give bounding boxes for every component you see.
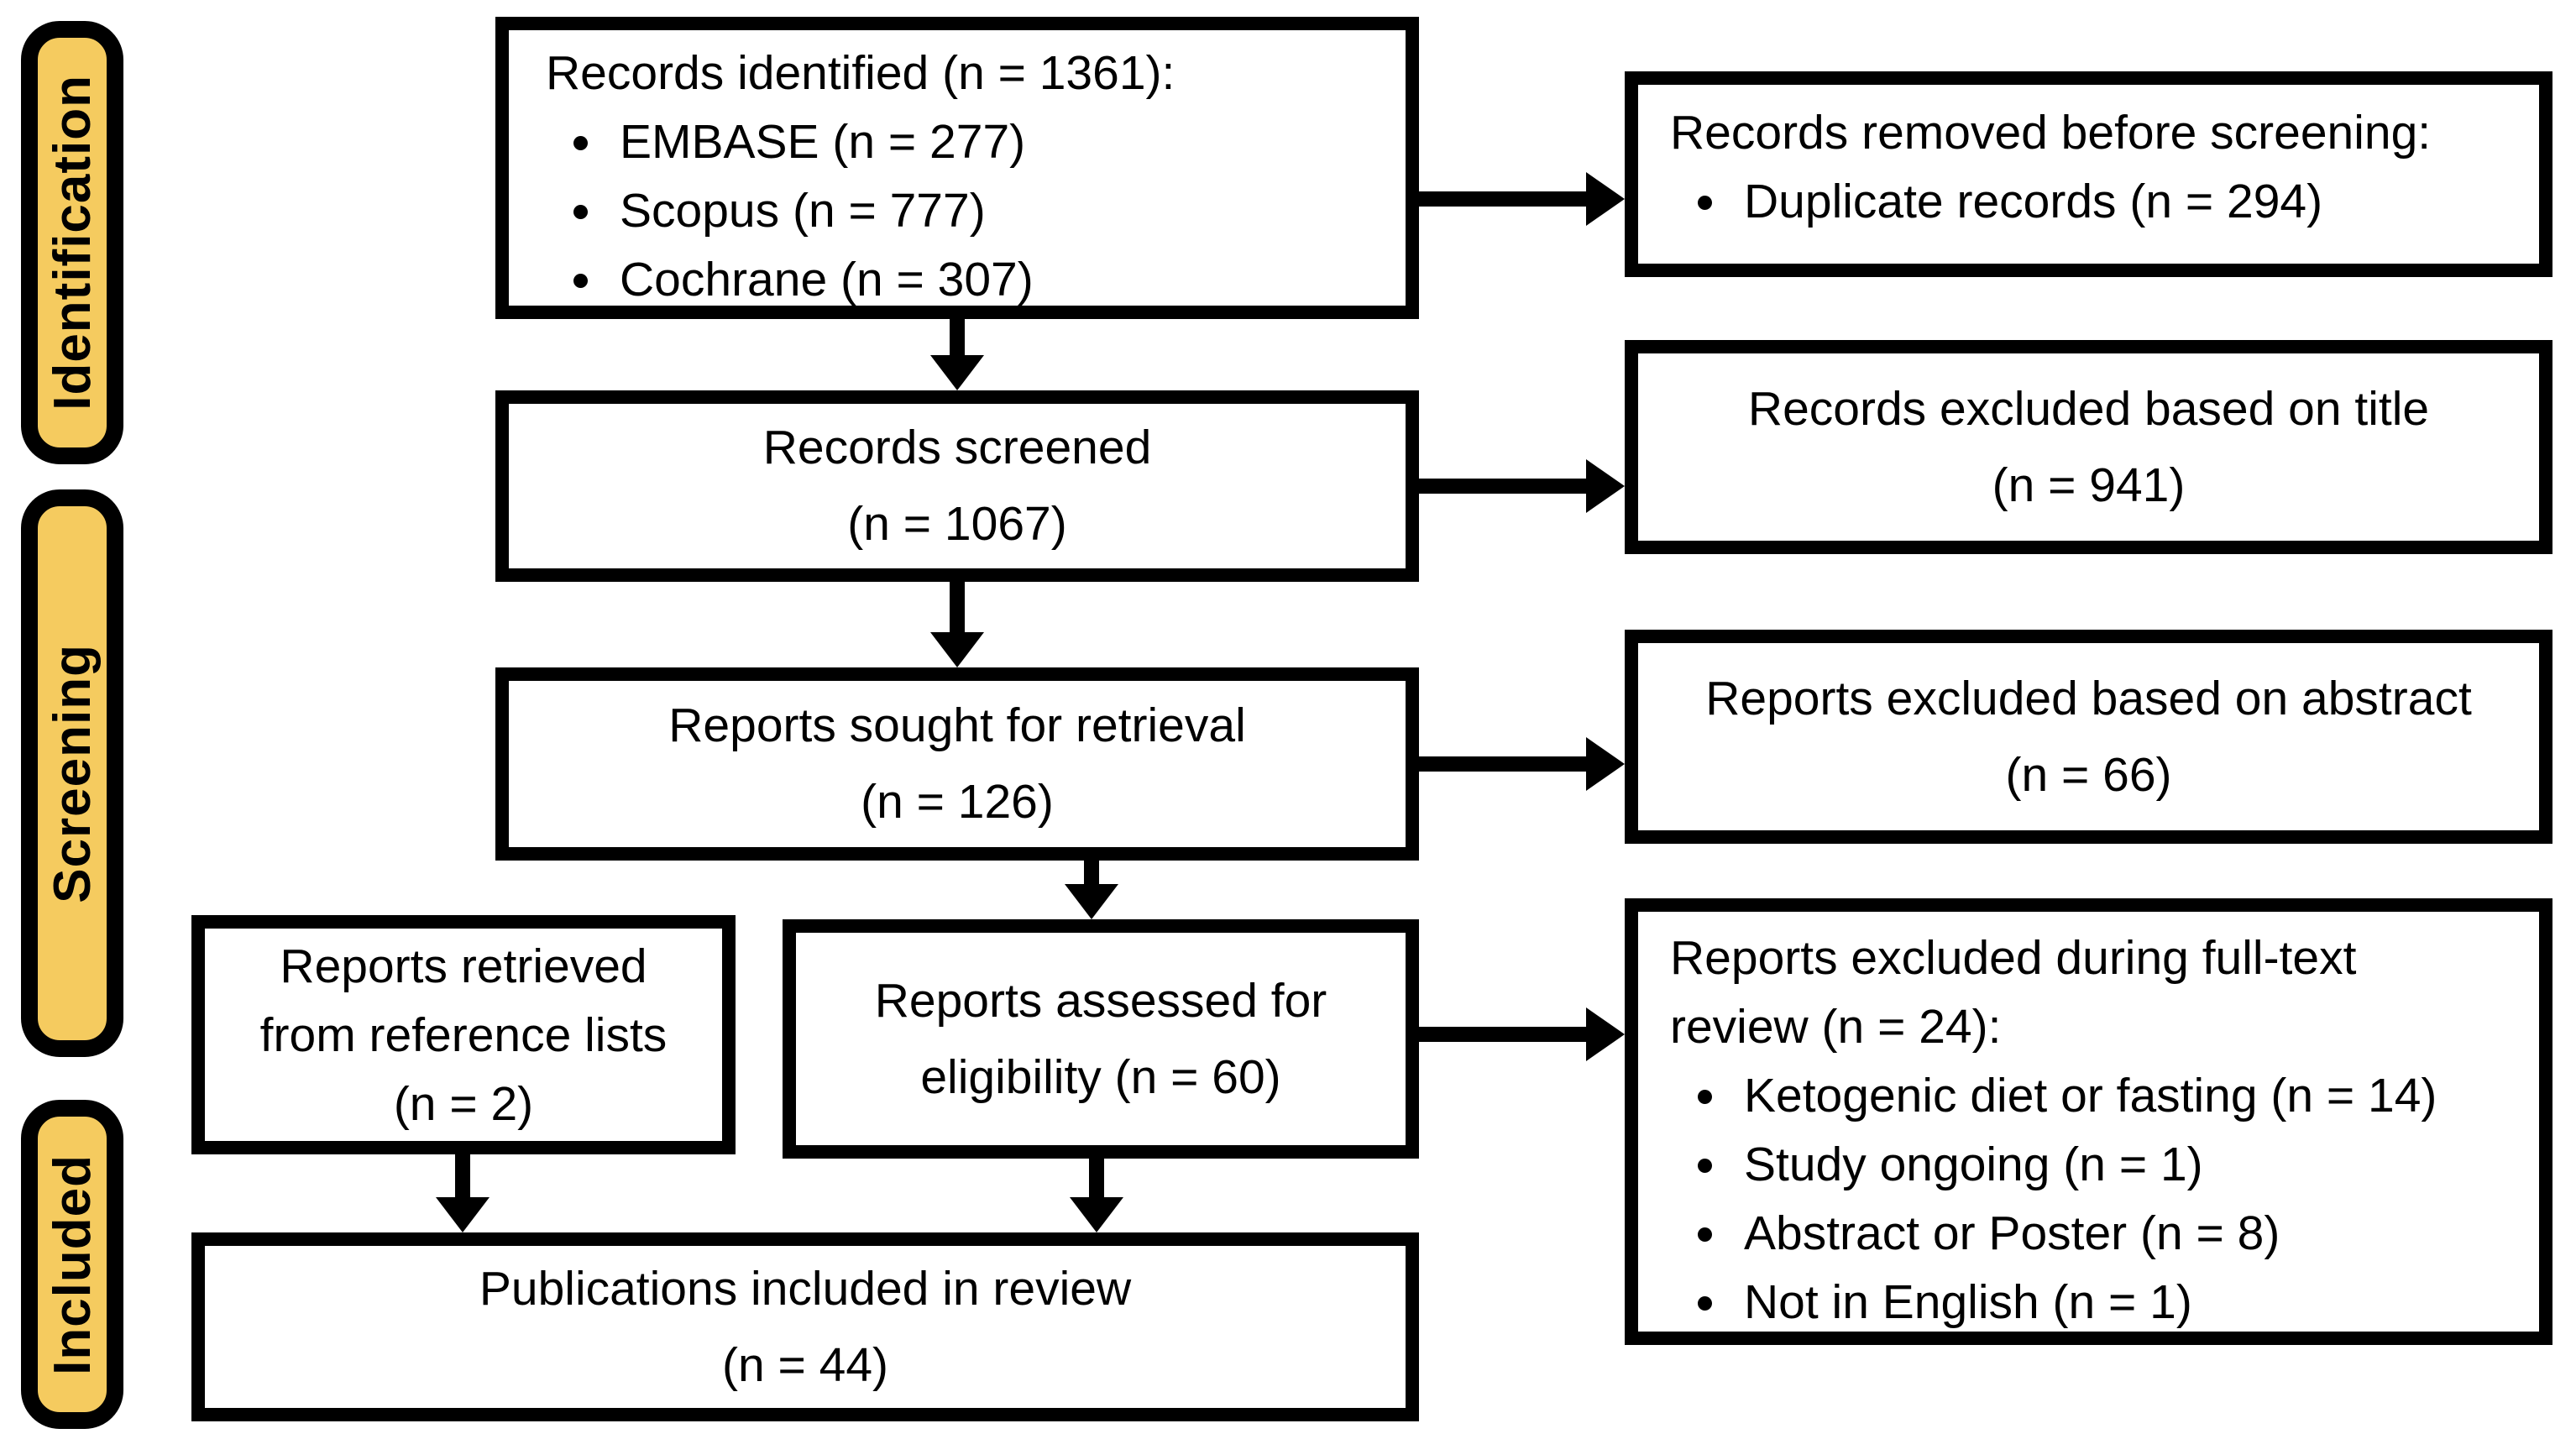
arrow-assessed-to-included xyxy=(1070,1159,1123,1232)
box-reports-sought: Reports sought for retrieval (n = 126) xyxy=(495,667,1419,861)
bullet-study-ongoing: Study ongoing (n = 1) xyxy=(1732,1130,2524,1199)
box-publications-included: Publications included in review (n = 44) xyxy=(191,1232,1419,1421)
stage-label-included-text: Included xyxy=(43,1154,102,1375)
arrow-stem xyxy=(1419,756,1586,772)
stage-label-screening: Screening xyxy=(21,489,123,1057)
box-reports-sought-line1: Reports sought for retrieval xyxy=(668,699,1246,752)
box-records-identified-title: Records identified (n = 1361): xyxy=(546,46,1175,100)
arrow-head xyxy=(1586,459,1625,513)
box-reports-assessed: Reports assessed for eligibility (n = 60… xyxy=(783,919,1419,1159)
arrow-identified-to-screened xyxy=(930,319,984,390)
arrow-assessed-to-excluded-fulltext xyxy=(1419,1007,1625,1061)
bullet-ketogenic: Ketogenic diet or fasting (n = 14) xyxy=(1732,1061,2524,1130)
stage-label-identification: Identification xyxy=(21,21,123,464)
box-reports-excluded-fulltext-title-line2: review (n = 24): xyxy=(1670,1000,2002,1054)
box-reports-reference-line1: Reports retrieved xyxy=(280,939,647,993)
box-records-excluded-title: Records excluded based on title (n = 941… xyxy=(1625,340,2552,554)
box-reports-excluded-fulltext-bullets: Ketogenic diet or fasting (n = 14) Study… xyxy=(1670,1061,2524,1337)
box-records-excluded-title-line1: Records excluded based on title xyxy=(1747,381,2430,436)
box-records-removed-title: Records removed before screening: xyxy=(1670,106,2432,160)
stage-label-identification-text: Identification xyxy=(43,75,102,411)
arrow-head xyxy=(1586,1007,1625,1061)
stage-label-screening-text: Screening xyxy=(43,643,102,903)
bullet-duplicate-records: Duplicate records (n = 294) xyxy=(1732,167,2524,236)
box-reports-excluded-abstract: Reports excluded based on abstract (n = … xyxy=(1625,630,2552,844)
box-publications-included-line2: (n = 44) xyxy=(721,1337,889,1392)
arrow-sought-to-excluded-abstract xyxy=(1419,737,1625,791)
arrow-stem xyxy=(455,1154,470,1197)
box-reports-reference-lists: Reports retrieved from reference lists (… xyxy=(191,915,736,1154)
box-reports-reference-line2: from reference lists xyxy=(259,1007,668,1062)
box-records-screened: Records screened (n = 1067) xyxy=(495,390,1419,582)
arrow-stem xyxy=(950,582,965,632)
box-records-identified-bullets: EMBASE (n = 277) Scopus (n = 777) Cochra… xyxy=(546,107,1390,314)
arrow-head xyxy=(436,1197,490,1232)
arrow-identified-to-removed xyxy=(1419,172,1625,226)
bullet-embase: EMBASE (n = 277) xyxy=(608,107,1390,176)
arrow-head xyxy=(930,632,984,667)
box-reports-sought-line2: (n = 126) xyxy=(861,775,1054,829)
arrow-head xyxy=(1070,1197,1123,1232)
bullet-not-english: Not in English (n = 1) xyxy=(1732,1268,2524,1337)
box-records-excluded-title-line2: (n = 941) xyxy=(1992,458,2186,512)
arrow-stem xyxy=(1084,861,1099,884)
box-reports-excluded-fulltext: Reports excluded during full-text review… xyxy=(1625,898,2552,1345)
arrow-screened-to-excluded-title xyxy=(1419,459,1625,513)
box-reports-excluded-abstract-line2: (n = 66) xyxy=(2005,747,2172,802)
bullet-abstract-poster: Abstract or Poster (n = 8) xyxy=(1732,1199,2524,1268)
bullet-scopus: Scopus (n = 777) xyxy=(608,176,1390,245)
box-records-identified: Records identified (n = 1361): EMBASE (n… xyxy=(495,17,1419,319)
box-reports-assessed-line1: Reports assessed for xyxy=(874,973,1327,1028)
arrow-stem xyxy=(1419,1027,1586,1042)
arrow-stem xyxy=(1419,191,1586,207)
stage-label-included: Included xyxy=(21,1100,123,1429)
arrow-stem xyxy=(950,319,965,355)
box-records-removed: Records removed before screening: Duplic… xyxy=(1625,71,2552,277)
box-records-removed-bullets: Duplicate records (n = 294) xyxy=(1670,167,2524,236)
arrow-head xyxy=(1065,884,1118,919)
box-records-screened-line2: (n = 1067) xyxy=(847,497,1067,551)
arrow-head xyxy=(1586,172,1625,226)
bullet-cochrane: Cochrane (n = 307) xyxy=(608,245,1390,314)
arrow-head xyxy=(1586,737,1625,791)
box-reports-excluded-fulltext-title-line1: Reports excluded during full-text xyxy=(1670,931,2357,985)
box-publications-included-line1: Publications included in review xyxy=(479,1261,1132,1316)
arrow-stem xyxy=(1089,1159,1104,1197)
box-reports-assessed-line2: eligibility (n = 60) xyxy=(920,1049,1281,1104)
arrow-sought-to-assessed xyxy=(1065,861,1118,919)
box-reports-reference-line3: (n = 2) xyxy=(393,1076,534,1131)
arrow-stem xyxy=(1419,479,1586,494)
arrow-screened-to-sought xyxy=(930,582,984,667)
arrow-head xyxy=(930,355,984,390)
box-reports-excluded-abstract-line1: Reports excluded based on abstract xyxy=(1705,671,2472,725)
arrow-reference-to-included xyxy=(436,1154,490,1232)
box-records-screened-line1: Records screened xyxy=(762,421,1152,474)
